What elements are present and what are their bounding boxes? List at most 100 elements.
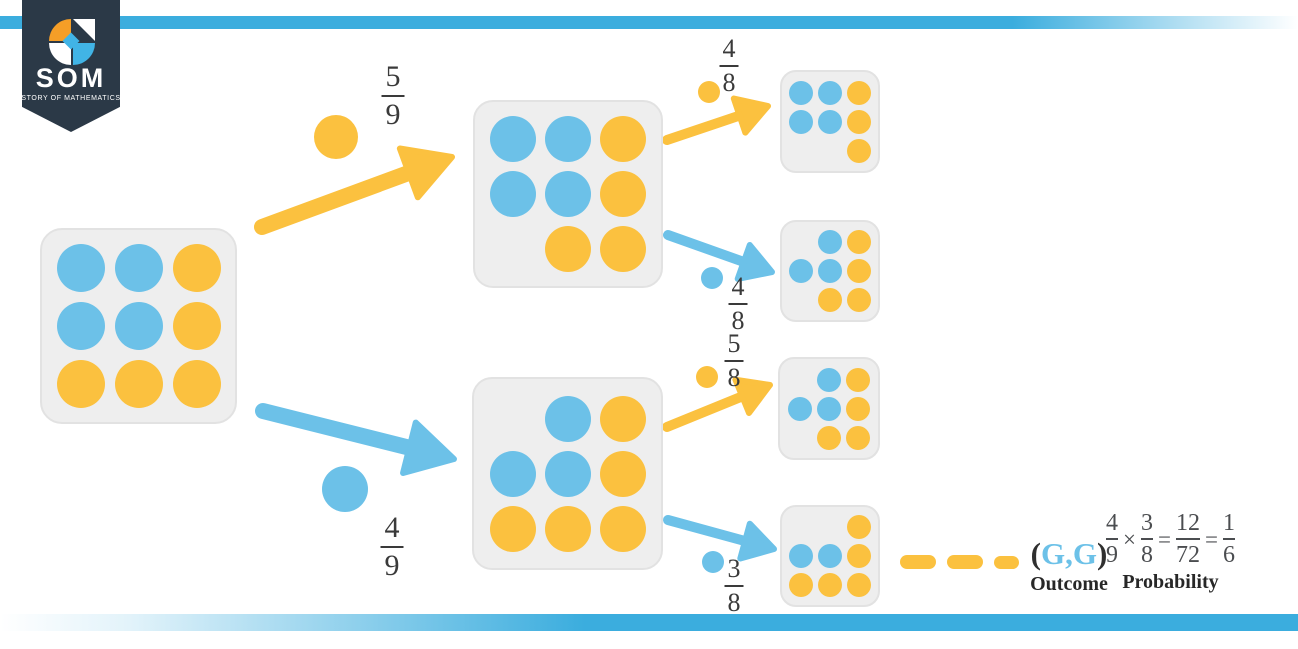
fraction-denominator: 8	[727, 588, 741, 617]
fraction-denominator: 8	[722, 68, 736, 97]
yellow-marble	[847, 109, 871, 134]
branch-arrow-yellow-3-head	[732, 376, 773, 416]
formula-operator: =	[1157, 526, 1171, 552]
drawn-yellow-ball-1	[314, 115, 358, 159]
marble-grid	[788, 367, 870, 450]
formula-numerator: 1	[1222, 510, 1235, 536]
connector-dash	[947, 555, 983, 569]
blue-marble	[114, 302, 163, 350]
outcome-box-blue-yellow	[778, 357, 880, 460]
formula-fraction-bar	[1106, 538, 1118, 540]
branch-arrow-yellow-2-head	[730, 95, 771, 136]
som-logo: SOM STORY OF MATHEMATICS	[22, 0, 120, 132]
blue-marble	[818, 109, 842, 134]
yellow-marble	[545, 226, 591, 272]
yellow-marble	[172, 360, 221, 408]
blue-marble	[789, 544, 813, 568]
formula-operator: ×	[1123, 526, 1136, 552]
outcome-box-blue-blue	[780, 505, 880, 607]
yellow-marble	[600, 226, 646, 272]
fraction-bar	[728, 303, 748, 305]
yellow-marble	[789, 573, 813, 597]
branch-arrow-blue-3	[663, 515, 751, 547]
pinwheel-blue-quadrant	[73, 43, 95, 65]
formula-numerator: 4	[1106, 510, 1118, 536]
outcome-pair: (G,G)	[1026, 536, 1112, 571]
yellow-marble	[847, 573, 871, 597]
yellow-marble	[172, 302, 221, 350]
marble-grid	[789, 515, 871, 597]
formula-fraction-bar	[1175, 538, 1200, 540]
blue-marble	[818, 259, 842, 283]
yellow-marble	[818, 288, 842, 312]
branch-arrow-blue-3-head	[737, 520, 777, 562]
drawn-blue-ball-2	[701, 267, 723, 289]
yellow-marble	[847, 544, 871, 568]
probability-label: Probability	[1122, 571, 1219, 593]
blue-marble	[818, 544, 842, 568]
branch-arrow-yellow-3	[662, 391, 748, 432]
yellow-marble	[544, 505, 591, 552]
branch-arrow-blue-2	[663, 230, 749, 267]
branch-arrow-yellow-1-head	[396, 145, 455, 201]
fraction-numerator: 4	[731, 272, 745, 301]
top-accent-bar	[0, 16, 1298, 29]
fraction-denominator: 9	[385, 98, 401, 131]
yellow-marble	[846, 425, 870, 450]
yellow-marble	[600, 116, 646, 162]
fraction-numerator: 4	[722, 34, 736, 63]
marble-grid	[490, 116, 646, 272]
formula-denominator: 72	[1175, 542, 1200, 568]
outcome-letters: G,G	[1041, 536, 1097, 571]
formula-operator: =	[1204, 526, 1218, 552]
connector-dash	[994, 556, 1019, 569]
blue-marble	[788, 396, 812, 421]
drawn-yellow-ball-2	[698, 81, 720, 103]
blue-marble	[544, 450, 591, 497]
fraction-denominator: 8	[727, 363, 741, 392]
branch-arrow-yellow-1	[254, 164, 417, 235]
yellow-marble	[489, 505, 536, 552]
formula-denominator: 9	[1106, 542, 1118, 568]
blue-marble	[545, 116, 591, 162]
fraction-bar	[380, 546, 404, 548]
drawn-blue-ball-3	[702, 551, 724, 573]
logo-title: SOM	[35, 63, 107, 93]
outcome-label: Outcome	[1030, 572, 1108, 595]
yellow-marble	[56, 360, 105, 408]
blue-marble	[490, 116, 536, 162]
fraction-denominator: 9	[384, 549, 400, 582]
formula-numerator: 12	[1175, 510, 1200, 536]
pinwheel-icon	[48, 18, 95, 65]
branch-arrow-blue-2-head	[734, 241, 775, 282]
fraction-bar	[381, 95, 405, 97]
fraction-numerator: 5	[727, 329, 741, 358]
marble-grid	[789, 230, 871, 312]
fraction-numerator: 4	[384, 511, 400, 544]
marble-grid	[789, 80, 871, 163]
yellow-marble	[114, 360, 163, 408]
fraction-bar	[724, 585, 744, 587]
branch-arrow-yellow-2	[662, 110, 745, 145]
formula-fraction-bar	[1140, 538, 1153, 540]
formula-numerator: 3	[1140, 510, 1153, 536]
outcome-paren-open: (	[1030, 536, 1041, 571]
outcome-block: (G,G) Outcome	[1026, 536, 1112, 595]
yellow-marble	[172, 244, 221, 292]
logo-subtitle: STORY OF MATHEMATICS	[21, 95, 121, 102]
fraction-numerator: 3	[727, 554, 741, 583]
yellow-marble	[847, 80, 871, 105]
yellow-marble	[600, 171, 646, 217]
yellow-marble	[817, 425, 841, 450]
fraction-numerator: 5	[385, 60, 401, 93]
